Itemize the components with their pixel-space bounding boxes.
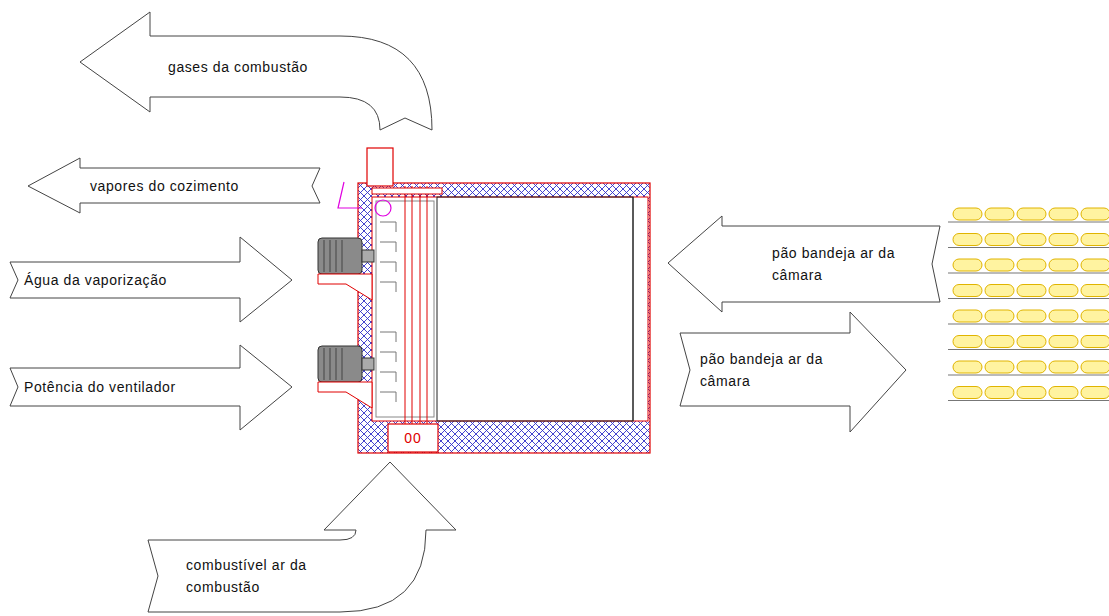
chimney [367, 148, 393, 186]
bread-loaf [1081, 361, 1109, 373]
bread-loaf [985, 387, 1014, 399]
display-box [388, 424, 438, 452]
fan-blades [380, 222, 396, 402]
bread-loaf [1049, 310, 1078, 322]
tray [948, 349, 1109, 350]
arrow-shape [680, 312, 906, 432]
bread-loaf [1017, 285, 1046, 297]
display-reading: 00 [404, 430, 422, 446]
oven-cavity [372, 197, 648, 421]
bread-loaf [953, 387, 982, 399]
text-area: combustível ar da combustão [186, 542, 344, 610]
bread-loaf [985, 361, 1014, 373]
flow-label: gases da combustão [168, 56, 308, 78]
flow-label: Potência do ventilador [24, 376, 176, 398]
oven-insulation [358, 183, 650, 453]
crossbar [372, 188, 442, 194]
bread-loaf [1049, 387, 1078, 399]
text-area: pão bandeja ar da câmara [772, 228, 922, 300]
flow-arrow: combustível ar da combustão [146, 460, 458, 614]
bread-loaf [1017, 310, 1046, 322]
flow-arrow: gases da combustão [76, 8, 436, 136]
bread-loaf [985, 285, 1014, 297]
bread-loaf [1049, 285, 1078, 297]
steam-pipe [338, 182, 391, 216]
tray [948, 298, 1109, 299]
bread-loaf [953, 361, 982, 373]
text-area: Água da vaporização [24, 263, 236, 297]
flow-label: vapores do cozimento [90, 175, 239, 197]
flow-label: pão bandeja ar da câmara [700, 348, 846, 392]
text-area: Potência do ventilador [24, 369, 236, 405]
arrow-shape [10, 345, 292, 430]
text-area: gases da combustão [168, 40, 368, 94]
heat-tube [427, 186, 428, 452]
arrow-shape [80, 12, 432, 130]
tray [948, 323, 1109, 324]
arrow-shape [668, 216, 940, 312]
bread-loaf [1049, 259, 1078, 271]
bread-loaf [953, 234, 982, 246]
bread-loaf [1081, 336, 1109, 348]
text-area: vapores do cozimento [90, 169, 308, 203]
bread-loaf [1017, 336, 1046, 348]
tray [948, 374, 1109, 375]
bread-loaf [1017, 387, 1046, 399]
oven [318, 148, 650, 453]
bread-trays [948, 208, 1109, 401]
flow-label: Água da vaporização [24, 269, 167, 291]
flow-arrow: Água da vaporização [8, 235, 295, 325]
bread-loaf [985, 259, 1014, 271]
heat-tube [412, 186, 413, 452]
tray [948, 221, 1109, 222]
flow-arrow: pão bandeja ar da câmara [666, 214, 942, 314]
bread-loaf [1017, 234, 1046, 246]
heat-tube [405, 186, 406, 452]
bread-loaf [953, 259, 982, 271]
heat-tube [420, 186, 421, 452]
arrow-shape [28, 158, 320, 213]
bread-loaf [953, 310, 982, 322]
bread-loaf [1049, 234, 1078, 246]
bread-loaf [1081, 310, 1109, 322]
bread-loaf [1081, 285, 1109, 297]
bread-loaf [1017, 259, 1046, 271]
fan-motor [318, 346, 374, 408]
arrow-outline [666, 214, 942, 314]
flow-arrow: pão bandeja ar da câmara [678, 310, 908, 436]
bread-loaf [1081, 387, 1109, 399]
flow-label: pão bandeja ar da câmara [772, 242, 922, 286]
label-area: 00 [389, 425, 437, 451]
tray [948, 400, 1109, 401]
tray [948, 247, 1109, 248]
baking-chamber [437, 197, 633, 421]
bread-loaf [985, 234, 1014, 246]
bread-loaf [1017, 361, 1046, 373]
bread-loaf [985, 310, 1014, 322]
text-area: pão bandeja ar da câmara [700, 335, 846, 405]
flow-arrow: vapores do cozimento [26, 156, 322, 216]
fan-motor [318, 238, 374, 300]
bread-loaf [953, 208, 982, 220]
bread-loaf [1049, 336, 1078, 348]
arrow-shape [148, 462, 456, 612]
bread-loaf [1049, 361, 1078, 373]
tray [948, 272, 1109, 273]
arrow-shape [10, 237, 292, 322]
bread-loaf [985, 336, 1014, 348]
flow-label: combustível ar da combustão [186, 554, 344, 598]
bread-loaf [1017, 208, 1046, 220]
bread-loaf [953, 285, 982, 297]
bread-loaf [1081, 208, 1109, 220]
flow-arrow: Potência do ventilador [8, 343, 295, 433]
bread-loaf [985, 208, 1014, 220]
bread-loaf [1049, 208, 1078, 220]
door-line [633, 197, 634, 421]
bread-loaf [1081, 259, 1109, 271]
bread-loaf [1081, 234, 1109, 246]
bread-loaf [953, 336, 982, 348]
